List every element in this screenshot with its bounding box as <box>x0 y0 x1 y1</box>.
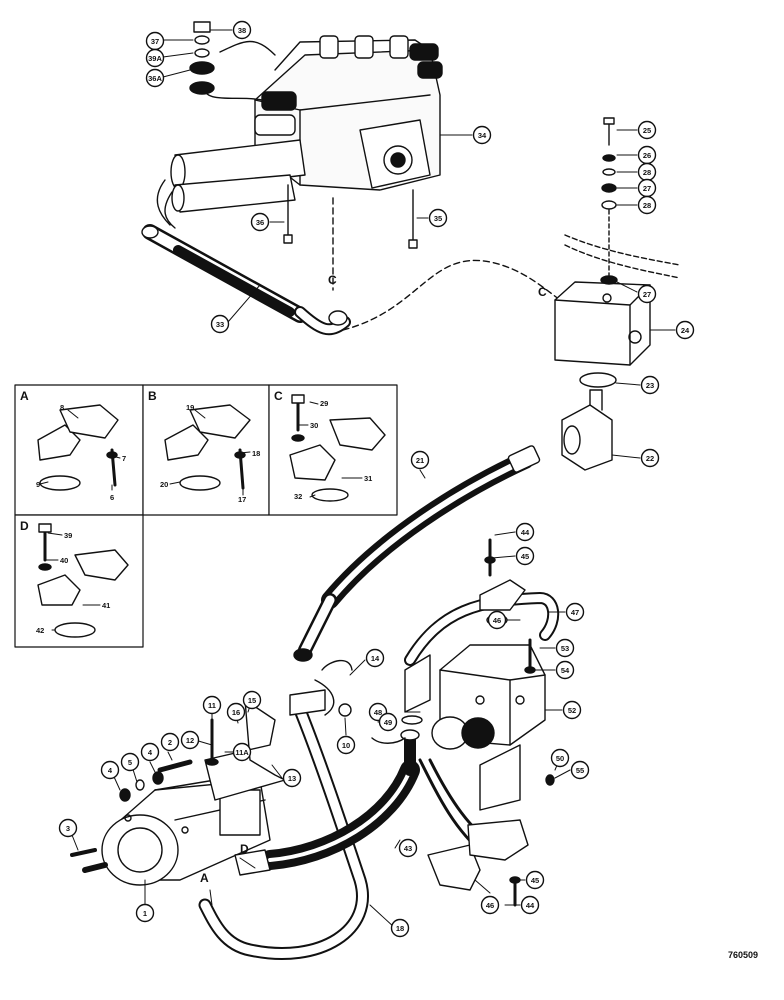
callout-50: 50 <box>556 754 564 763</box>
callout-33: 33 <box>216 320 224 329</box>
inset-c-letter: C <box>274 389 283 403</box>
flow-letter-c-right: C <box>538 285 547 299</box>
callout-48: 48 <box>374 708 382 717</box>
callout-44-upper: 44 <box>521 528 530 537</box>
callout-53: 53 <box>561 644 569 653</box>
inset-c-callout-30: 30 <box>310 421 318 430</box>
callout-44-lower: 44 <box>526 901 535 910</box>
callout-5: 5 <box>128 758 132 767</box>
callout-46-lower: 46 <box>486 901 494 910</box>
hose-21-drawing <box>293 445 541 662</box>
callout-46-upper: 46 <box>493 616 501 625</box>
valve-hardware-stack <box>189 21 215 95</box>
flow-letters: C C A D <box>200 273 547 885</box>
callout-55: 55 <box>576 766 584 775</box>
inset-b-callout-18: 18 <box>252 449 260 458</box>
control-valve-drawing <box>156 35 443 229</box>
callout-16: 16 <box>232 708 240 717</box>
callout-26: 26 <box>643 151 651 160</box>
flow-letter-d: D <box>240 842 249 856</box>
inset-a-callout-9: 9 <box>36 480 40 489</box>
callout-bubbles: 37 38 39A 36A 34 36 35 33 25 26 28 27 28… <box>58 20 695 938</box>
callout-38: 38 <box>238 26 246 35</box>
inset-b-callout-17: 17 <box>238 495 246 504</box>
callout-21: 21 <box>416 456 424 465</box>
flow-letter-a: A <box>200 871 209 885</box>
callout-28-lower: 28 <box>643 201 651 210</box>
callout-22: 22 <box>646 454 654 463</box>
hose-33-drawing <box>141 224 351 336</box>
inset-a-letter: A <box>20 389 29 403</box>
callout-24: 24 <box>681 326 690 335</box>
callout-1: 1 <box>143 909 147 918</box>
callout-27-upper: 27 <box>643 184 651 193</box>
callout-39a: 39A <box>148 54 162 63</box>
mounting-block-drawing <box>554 117 681 366</box>
callout-43: 43 <box>404 844 412 853</box>
callout-28-upper: 28 <box>643 168 651 177</box>
inset-labels: A 8 7 9 6 B 19 18 20 17 C 29 30 31 32 D … <box>20 389 372 635</box>
inset-b-letter: B <box>148 389 157 403</box>
callout-35: 35 <box>434 214 442 223</box>
inset-c-callout-29: 29 <box>320 399 328 408</box>
callout-47: 47 <box>571 608 579 617</box>
inset-d-letter: D <box>20 519 29 533</box>
callout-37: 37 <box>151 37 159 46</box>
callout-36: 36 <box>256 218 264 227</box>
callout-10: 10 <box>342 741 350 750</box>
callout-14: 14 <box>371 654 380 663</box>
callout-11a: 11A <box>235 748 249 757</box>
inset-b-callout-19: 19 <box>186 403 194 412</box>
callout-15: 15 <box>248 696 256 705</box>
inset-c-callout-31: 31 <box>364 474 372 483</box>
callout-45-upper: 45 <box>521 552 529 561</box>
callout-3: 3 <box>66 824 70 833</box>
callout-54: 54 <box>561 666 570 675</box>
inset-a-callout-8: 8 <box>60 403 64 412</box>
callout-4-left: 4 <box>108 766 113 775</box>
callout-49: 49 <box>384 718 392 727</box>
tube-18-drawing <box>198 689 369 960</box>
callout-52: 52 <box>568 706 576 715</box>
inset-d-callout-42: 42 <box>36 626 44 635</box>
callout-27-lower: 27 <box>643 290 651 299</box>
hose-43-drawing <box>234 729 502 876</box>
elbow-fitting-drawing <box>561 389 613 471</box>
callout-11: 11 <box>208 701 216 710</box>
flow-letter-c-upper: C <box>328 273 337 287</box>
callout-45-lower: 45 <box>531 876 539 885</box>
callout-34: 34 <box>478 131 487 140</box>
valve-52-drawing <box>401 644 546 811</box>
inset-a-callout-7: 7 <box>122 454 126 463</box>
inset-boxes <box>14 384 398 648</box>
inset-d-callout-39: 39 <box>64 531 72 540</box>
inset-d-callout-40: 40 <box>60 556 68 565</box>
callout-36a: 36A <box>148 74 162 83</box>
pump-drawing <box>82 774 271 886</box>
callout-23: 23 <box>646 381 654 390</box>
callout-25: 25 <box>643 126 651 135</box>
inset-c-callout-32: 32 <box>294 492 302 501</box>
inset-d-callout-41: 41 <box>102 601 110 610</box>
callout-18: 18 <box>396 924 404 933</box>
callout-4-right: 4 <box>148 748 153 757</box>
callout-13: 13 <box>288 774 296 783</box>
inset-a-callout-6: 6 <box>110 493 114 502</box>
callout-12: 12 <box>186 736 194 745</box>
figure-code: 760509 <box>728 950 758 960</box>
inset-b-callout-20: 20 <box>160 480 168 489</box>
callout-2: 2 <box>168 738 172 747</box>
